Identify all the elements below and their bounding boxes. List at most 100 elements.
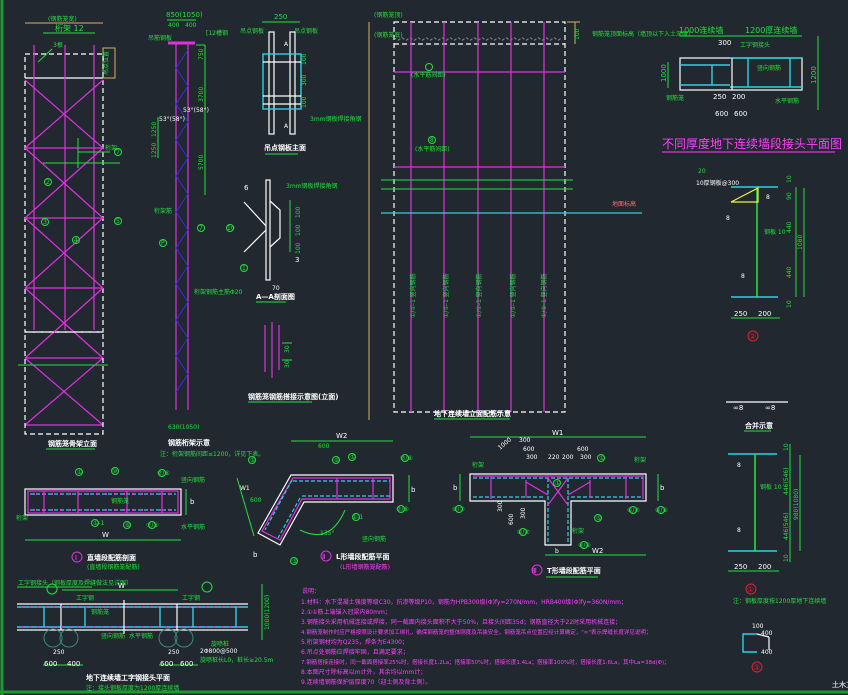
- section-bar: [243, 229, 267, 253]
- dimension-line: [236, 477, 255, 537]
- section-l-dim: W2: [336, 432, 347, 440]
- lap-detail-title: 钢筋笼钢筋搭接示意图(立面): [248, 392, 338, 401]
- jet-grout-pile: [174, 628, 194, 648]
- joint-label: 钢筋笼: [666, 94, 684, 102]
- wall-dim: 100: [574, 28, 581, 40]
- note-item: 5.桁架钢材均为Q235，焊条为E4300；: [301, 638, 408, 646]
- rebar-dot: [95, 508, 99, 512]
- joint-label: 竖向钢筋: [757, 64, 781, 72]
- weld-size: 8: [741, 273, 745, 280]
- marker-circle: [226, 224, 234, 232]
- section-marker-circle: [531, 564, 543, 576]
- hoist-top-dim: 250: [274, 13, 287, 21]
- marker-circle: [123, 521, 131, 529]
- joint-dim: 300: [718, 39, 731, 47]
- section-angle: [269, 200, 281, 248]
- angle-arc: [299, 509, 346, 535]
- marker-circle: [159, 239, 167, 247]
- section-marker-circle: [71, 551, 83, 563]
- section-t-dim: W2: [592, 547, 603, 555]
- rebar-dot: [196, 625, 200, 629]
- marker-circle: [240, 264, 248, 272]
- section-straight-subtitle: (直墙段钢筋笼配筋): [87, 563, 140, 571]
- rebar-dot: [167, 508, 171, 512]
- section-marker: Ⅰ: [75, 554, 77, 562]
- wall-elevation-title: 地下连续墙立面配筋示意: [434, 409, 511, 418]
- rebar-dot: [84, 605, 88, 609]
- truss-view: 850(1050) 400 400 [12槽钢 吊筋钢板 750 3700 57…: [148, 11, 264, 458]
- rebar-dot: [164, 605, 168, 609]
- rebar-dot: [60, 605, 64, 609]
- detail1-marker: ①: [747, 585, 754, 594]
- notes-heading: 说明：: [302, 587, 320, 595]
- rebar-dot: [92, 625, 96, 629]
- detail3-dim: 400: [761, 649, 773, 656]
- section-dim: 100: [295, 224, 302, 236]
- joint-dim: 1000: [660, 64, 668, 82]
- rebar-dot: [104, 508, 108, 512]
- section-height-dim: b: [190, 498, 195, 506]
- rebar-dot: [59, 492, 63, 496]
- marker-2: 2: [46, 179, 50, 186]
- section-t-dim: 1000: [497, 436, 513, 451]
- cage-outline: [24, 53, 104, 333]
- truss-angle: 53°(58°): [159, 116, 185, 123]
- section-l-label: ⑥: [334, 457, 339, 464]
- notes-block: 说明： 1.材料：水下混凝土强度等级C30，抗渗等级P10，钢筋为HPB300级…: [301, 587, 670, 686]
- marker-circle: [629, 506, 637, 514]
- rebar-dot: [124, 605, 128, 609]
- marker-circle: [657, 506, 665, 514]
- section-t-label: ⑧/⑨: [655, 507, 668, 514]
- rebar-dot: [36, 625, 40, 629]
- legend-symbol: ∞8: [733, 404, 743, 412]
- section-aa-view: 6 3 3mm钢板焊接角钢 10 1 100 100 100 70 A—A剖面图: [226, 179, 338, 303]
- joint-h-dim: 400: [67, 660, 80, 668]
- section-label: ①-1: [93, 520, 105, 527]
- rebar-line: [277, 497, 301, 539]
- section-dim: 100: [295, 206, 302, 218]
- rebar-dot: [188, 625, 192, 629]
- tie-bar: [547, 477, 569, 506]
- truss-dim: 750: [198, 48, 205, 60]
- detail2-dim: 10: [786, 300, 793, 308]
- joint-h-dim: 600: [180, 660, 193, 668]
- detail2-plate: 10厚钢板@300: [696, 179, 739, 187]
- jet-grout-pile: [59, 628, 79, 648]
- rebar-dot: [76, 605, 80, 609]
- marker-circle: [397, 505, 405, 513]
- detail1-legend: 合并示意: [744, 421, 773, 430]
- hoist-plate-bar: [268, 31, 275, 135]
- joint-h-dim: 600: [44, 660, 57, 668]
- rebar-dot: [50, 508, 54, 512]
- detail2-dim: 1080: [797, 235, 804, 250]
- hoist-plate-bar: [289, 31, 296, 135]
- section-t-dim: 220: [548, 454, 560, 461]
- marker-circle: [75, 468, 83, 476]
- joint-h-dim: 250: [53, 649, 65, 656]
- joint-h-label: 旋喷桩: [211, 640, 229, 648]
- section-label: ⑦/⑧: [146, 522, 159, 529]
- rebar-dot: [116, 605, 120, 609]
- marker-circle: [44, 178, 52, 186]
- section-t-label: ⑤: [596, 515, 601, 522]
- joint-h-title: 地下连续墙工字钢接头平面: [86, 673, 170, 682]
- detail1-note: 注：钢板厚度按1200厚地下连续墙: [733, 597, 826, 605]
- joint-h-label: 工字钢: [76, 594, 94, 602]
- section-aa-title: A—A剖面图: [256, 292, 295, 301]
- rebar-dot: [41, 508, 45, 512]
- rebar-dot: [140, 625, 144, 629]
- section-mark: A: [284, 41, 289, 48]
- detail1-dim: 250: [734, 563, 747, 571]
- joint-dim: 1200: [810, 66, 818, 84]
- marker-circle: [352, 513, 360, 521]
- section-t-dim: 600: [508, 513, 515, 525]
- marker-circle: [46, 583, 58, 595]
- rebar-dot: [20, 605, 24, 609]
- rebar-dot: [44, 605, 48, 609]
- rebar-dot: [148, 625, 152, 629]
- joint-top-left: 1000连续墙: [679, 25, 723, 35]
- joint-h-dim: 600: [160, 660, 173, 668]
- truss-note: 注：桁架钢筋间距≤1200，详见下表。: [160, 450, 264, 458]
